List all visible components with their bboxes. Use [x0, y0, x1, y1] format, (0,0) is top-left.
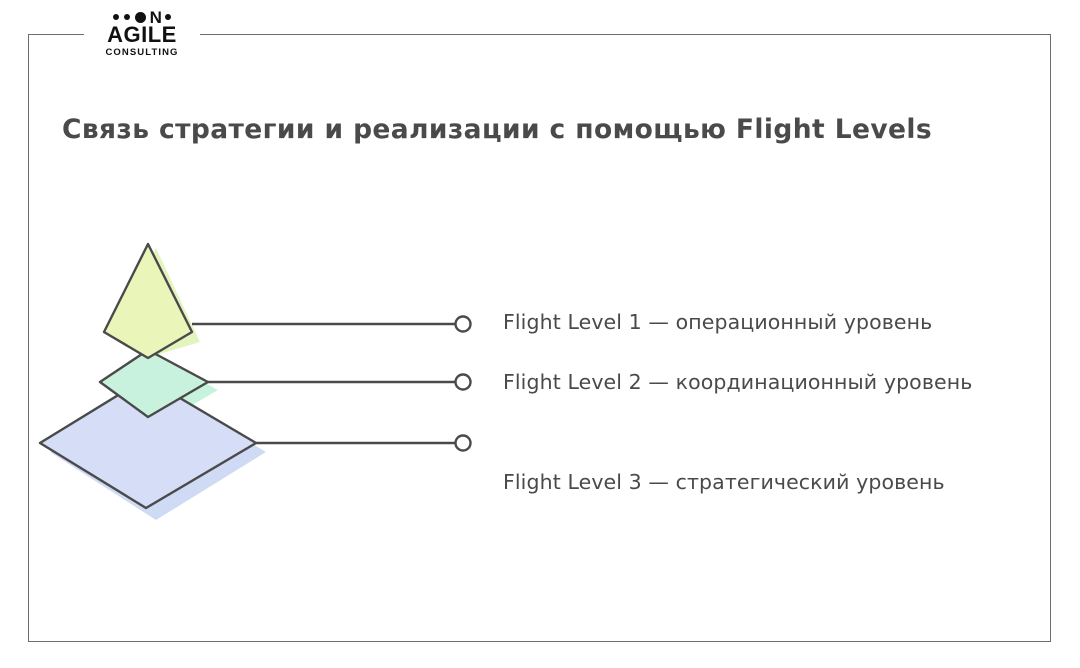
- logo-brand-text: AGILE: [107, 22, 177, 47]
- flight-levels-diagram: [38, 242, 472, 520]
- connector-node-3[interactable]: [454, 434, 472, 452]
- company-logo: N AGILE CONSULTING: [84, 8, 200, 59]
- logo-dot-small-3: [165, 14, 172, 20]
- logo-dot-large: [134, 11, 146, 23]
- legend-item-flight-level-2: Flight Level 2 — координационный уровень: [503, 370, 973, 394]
- slide-border-frame: [28, 34, 1051, 642]
- flight-level-1-shape[interactable]: [102, 242, 194, 360]
- page-title: Связь стратегии и реализации с помощью F…: [62, 114, 933, 145]
- logo-dots-row: N: [90, 8, 194, 26]
- logo-dot-small-2: [123, 14, 130, 20]
- legend-item-flight-level-1: Flight Level 1 — операционный уровень: [503, 310, 933, 334]
- logo-tagline-text: CONSULTING: [105, 47, 179, 58]
- connector-node-2[interactable]: [454, 373, 472, 391]
- logo-dot-small-1: [112, 14, 119, 20]
- connector-node-1[interactable]: [454, 315, 472, 333]
- logo-letter-n: N: [149, 7, 162, 27]
- legend-item-flight-level-3: Flight Level 3 — стратегический уровень: [503, 470, 945, 494]
